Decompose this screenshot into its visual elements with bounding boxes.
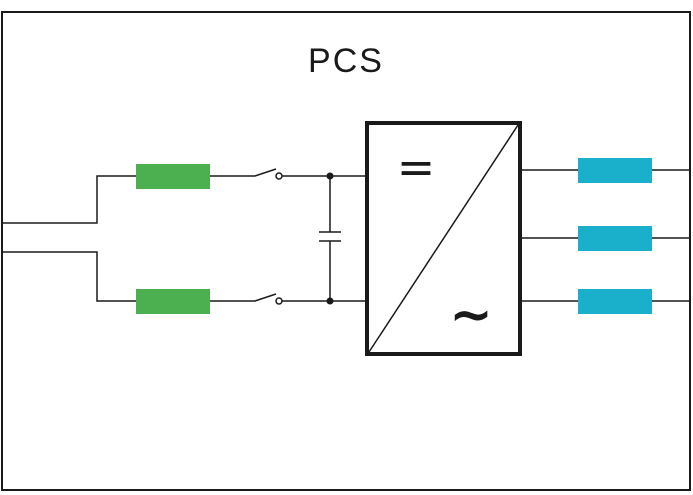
dc-link-capacitor bbox=[319, 176, 341, 301]
dc-switch-top bbox=[210, 168, 366, 180]
ac-filter-phase-3 bbox=[578, 289, 652, 314]
pcs-enclosure bbox=[1, 11, 691, 491]
ac-filter-phase-2 bbox=[578, 226, 652, 251]
diagram-title: PCS bbox=[308, 42, 384, 80]
dc-filter-bottom bbox=[136, 289, 210, 314]
junction-bottom bbox=[326, 297, 334, 305]
ac-output-wiring bbox=[520, 169, 690, 302]
dc-symbol: = bbox=[397, 140, 436, 194]
dc-switch-bottom bbox=[210, 293, 366, 305]
junction-top bbox=[326, 172, 334, 180]
dc-input-wiring bbox=[2, 175, 136, 302]
dc-ac-converter: = ~ bbox=[365, 121, 522, 356]
ac-symbol: ~ bbox=[449, 285, 493, 345]
dc-filter-top bbox=[136, 164, 210, 189]
ac-filter-phase-1 bbox=[578, 158, 652, 183]
